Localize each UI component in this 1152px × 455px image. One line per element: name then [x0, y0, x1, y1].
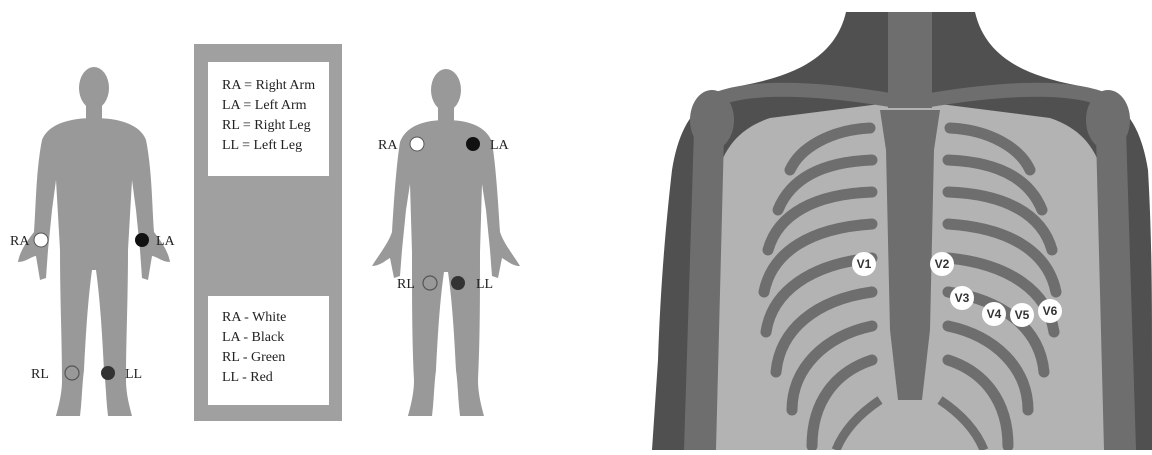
label-v2: V2: [935, 257, 950, 271]
electrode-rl-limb: [65, 366, 79, 380]
torso-label-ra: RA: [378, 138, 398, 153]
electrode-ll-torso: [451, 276, 465, 290]
limb-label-rl: RL: [31, 367, 49, 382]
electrode-la-limb: [135, 233, 149, 247]
color-la: LA - Black: [222, 328, 329, 348]
figure2-body: [372, 120, 520, 416]
label-v3: V3: [955, 291, 970, 305]
figure2-neck: [438, 106, 454, 122]
label-v6: V6: [1043, 304, 1058, 318]
torso-label-ll: LL: [476, 277, 493, 292]
abbr-la: LA = Left Arm: [222, 96, 329, 116]
figure1-head: [79, 67, 109, 109]
label-v4: V4: [987, 307, 1002, 321]
electrode-rl-torso: [423, 276, 437, 290]
abbr-ra: RA = Right Arm: [222, 76, 329, 96]
cervical-column: [888, 12, 932, 108]
label-v5: V5: [1015, 308, 1030, 322]
abbr-rl: RL = Right Leg: [222, 116, 329, 136]
electrode-la-torso: [466, 137, 480, 151]
label-v1: V1: [857, 257, 872, 271]
color-code-box: RA - White LA - Black RL - Green LL - Re…: [208, 296, 329, 405]
limb-label-la: LA: [156, 234, 176, 249]
limb-label-ra: RA: [10, 234, 30, 249]
torso-lead-figure: [372, 69, 520, 416]
color-rl: RL - Green: [222, 348, 329, 368]
figure1-neck: [86, 104, 102, 120]
abbr-ll: LL = Left Leg: [222, 136, 329, 156]
electrode-ra-limb: [34, 233, 48, 247]
limb-label-ll: LL: [125, 367, 142, 382]
electrode-ra-torso: [410, 137, 424, 151]
figure2-head: [431, 69, 461, 111]
color-ra: RA - White: [222, 308, 329, 328]
torso-label-la: LA: [490, 138, 510, 153]
torso-label-rl: RL: [397, 277, 415, 292]
electrode-ll-limb: [101, 366, 115, 380]
color-ll: LL - Red: [222, 368, 329, 388]
abbreviation-box: RA = Right Arm LA = Left Arm RL = Right …: [208, 62, 329, 176]
chest-illustration: [652, 12, 1152, 450]
